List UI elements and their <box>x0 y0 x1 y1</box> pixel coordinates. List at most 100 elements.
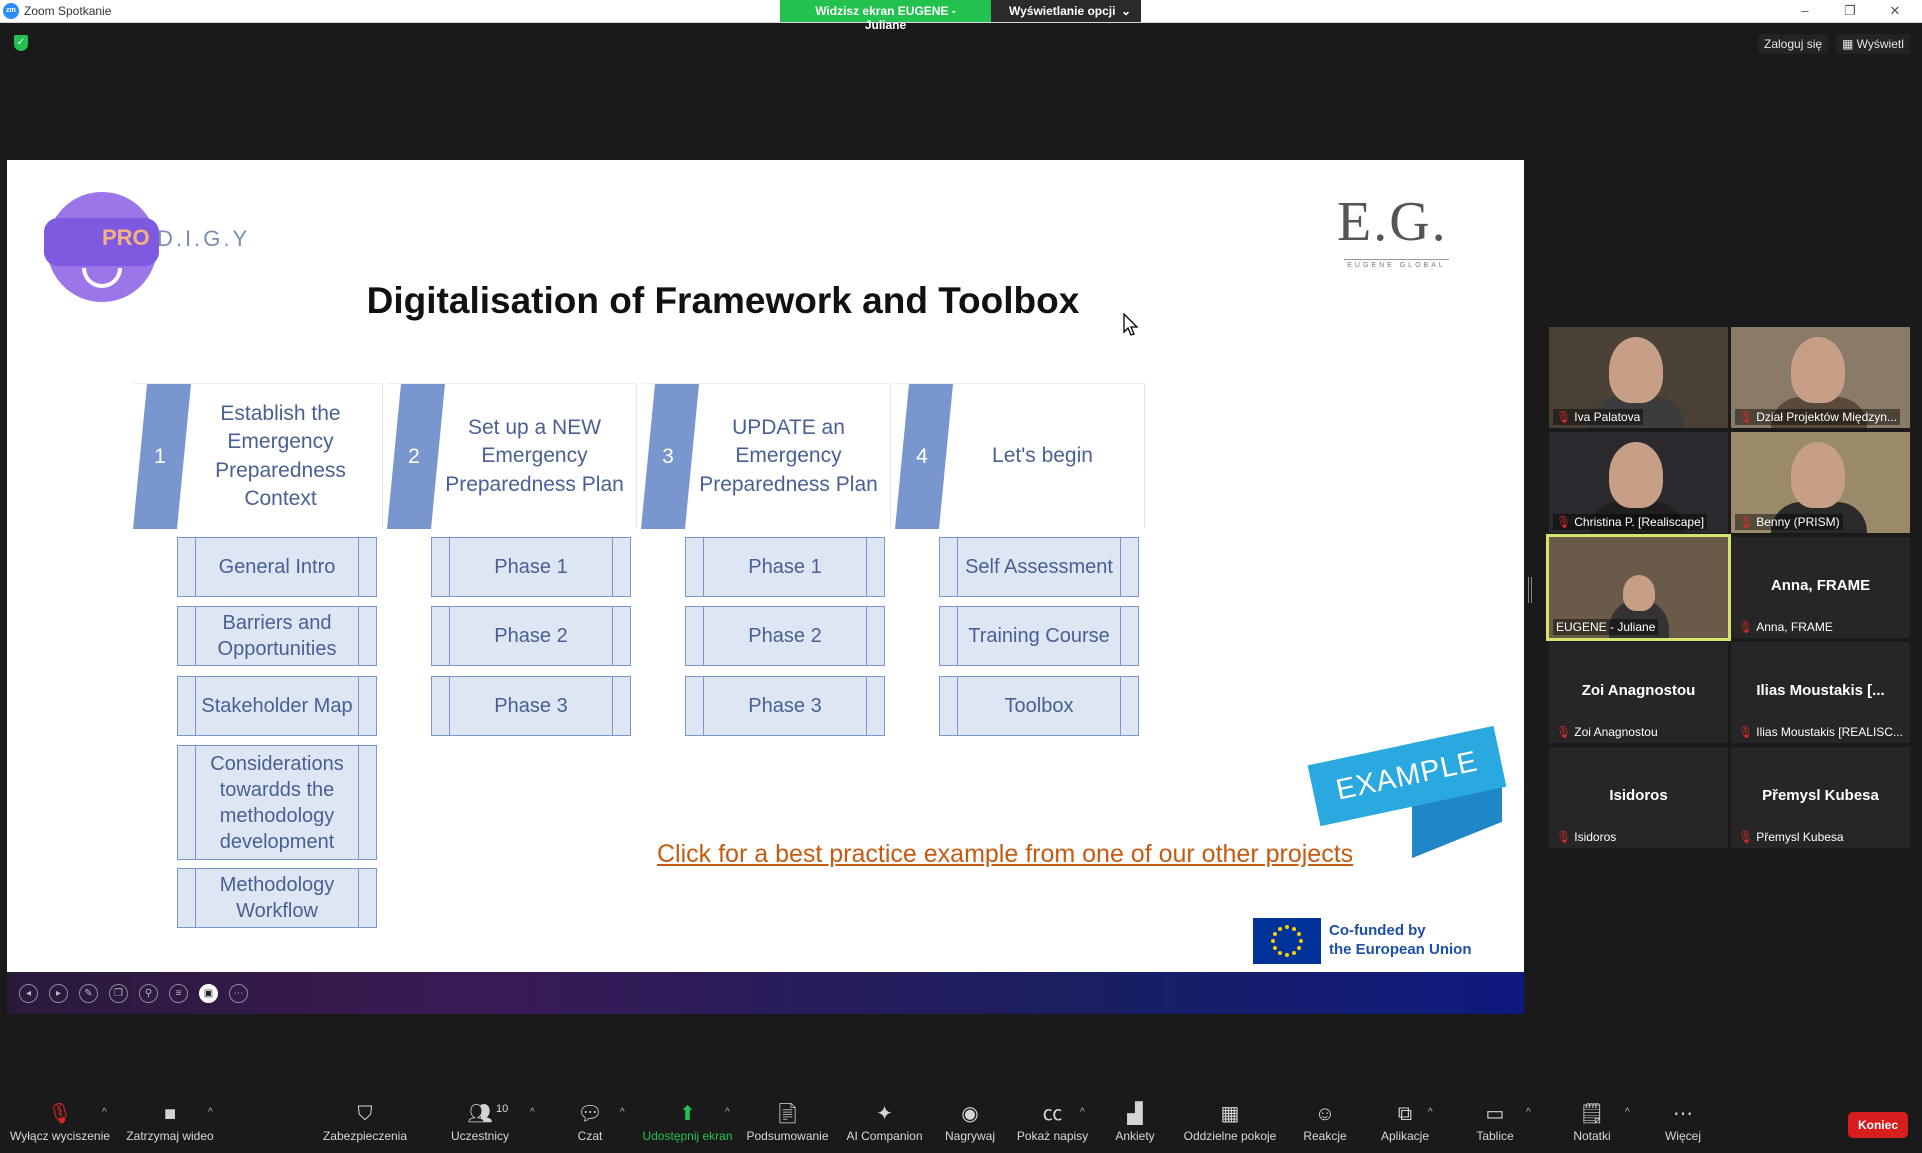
eu-cofunded-text: Co-funded by the European Union <box>1329 922 1472 960</box>
zoom-app-icon: zm <box>3 3 19 19</box>
menu-icon[interactable]: ≡ <box>169 984 188 1003</box>
eugene-global-logo: E.G. <box>1337 191 1448 253</box>
eugene-global-subtitle: EUGENE GLOBAL <box>1344 259 1449 269</box>
item-methodology-workflow[interactable]: Methodology Workflow <box>177 868 377 928</box>
participant-name: EUGENE - Juliane <box>1553 619 1659 635</box>
record-button[interactable]: ◉ Nagrywaj <box>940 1101 1000 1143</box>
participant-tile[interactable]: Přemysl Kubesa 🎙︎Přemysl Kubesa <box>1731 747 1910 848</box>
participant-tile[interactable]: 🎙︎Christina P. [Realiscape] <box>1549 432 1728 533</box>
mic-muted-icon: 🎙︎ <box>1738 515 1754 529</box>
view-options-button[interactable]: Wyświetlanie opcji⌄ <box>991 0 1141 22</box>
participants-icon: 👥︎ <box>467 1103 493 1125</box>
more-icon[interactable]: ⋯ <box>229 984 248 1003</box>
item-training-course[interactable]: Training Course <box>939 606 1139 666</box>
chat-label: Czat <box>577 1129 603 1143</box>
notes-button[interactable]: 🗒︎ Notatki <box>1562 1101 1622 1143</box>
participant-video <box>1791 337 1845 403</box>
reactions-icon: ☺ <box>1314 1103 1336 1125</box>
item-self-assessment[interactable]: Self Assessment <box>939 537 1139 597</box>
chat-icon: 💬︎ <box>577 1103 603 1125</box>
item-phase-1[interactable]: Phase 1 <box>431 537 631 597</box>
minimize-icon[interactable]: – <box>1801 3 1809 18</box>
participant-tile[interactable]: Anna, FRAME 🎙︎Anna, FRAME <box>1731 537 1910 638</box>
eu-text-line-2: the European Union <box>1329 940 1472 958</box>
participants-label: Uczestnicy <box>450 1129 509 1143</box>
close-icon[interactable]: ✕ <box>1889 3 1901 18</box>
item-phase-2[interactable]: Phase 2 <box>431 606 631 666</box>
participant-name: 🎙︎Benny (PRISM) <box>1735 514 1843 530</box>
view-button[interactable]: ▦ Wyświetl <box>1836 34 1910 54</box>
chat-button[interactable]: 💬︎ Czat <box>560 1101 620 1143</box>
reactions-label: Reakcje <box>1303 1129 1347 1143</box>
participants-button[interactable]: 👥︎ Uczestnicy <box>440 1101 520 1143</box>
participant-name: 🎙︎Anna, FRAME <box>1735 619 1836 635</box>
pen-icon[interactable]: ✎ <box>79 984 98 1003</box>
whiteboards-button[interactable]: ▭ Tablice <box>1465 1101 1525 1143</box>
reactions-button[interactable]: ☺ Reakcje <box>1295 1101 1355 1143</box>
item-general-intro[interactable]: General Intro <box>177 537 377 597</box>
participant-tile[interactable]: Isidoros 🎙︎Isidoros <box>1549 747 1728 848</box>
polls-label: Ankiety <box>1115 1129 1155 1143</box>
summary-button[interactable]: 📄︎ Podsumowanie <box>745 1101 830 1143</box>
video-button[interactable]: ■ Zatrzymaj wideo <box>125 1101 215 1143</box>
participant-name-text: Dział Projektów Międzyn... <box>1756 410 1897 424</box>
caret-up-icon[interactable]: ^ <box>725 1107 730 1118</box>
prev-icon[interactable]: ◂ <box>19 984 38 1003</box>
item-phase-3[interactable]: Phase 3 <box>431 676 631 736</box>
caret-up-icon[interactable]: ^ <box>1080 1107 1085 1118</box>
caret-up-icon[interactable]: ^ <box>1625 1107 1630 1118</box>
column-header-1: 1 Establish the Emergency Preparedness C… <box>133 383 383 529</box>
encryption-shield-icon[interactable]: ✓ <box>14 35 28 51</box>
participant-video <box>1609 442 1663 508</box>
participant-tile[interactable]: 🎙︎Benny (PRISM) <box>1731 432 1910 533</box>
caret-up-icon[interactable]: ^ <box>620 1107 625 1118</box>
polls-button[interactable]: ▟ Ankiety <box>1105 1101 1165 1143</box>
caret-up-icon[interactable]: ^ <box>102 1107 107 1118</box>
best-practice-link[interactable]: Click for a best practice example from o… <box>657 840 1354 868</box>
more-button[interactable]: ⋯ Więcej <box>1653 1101 1713 1143</box>
item-phase-1[interactable]: Phase 1 <box>685 537 885 597</box>
view-label: Wyświetl <box>1856 37 1904 51</box>
breakout-rooms-icon: ▦ <box>1220 1103 1240 1125</box>
item-barriers-opportunities[interactable]: Barriers and Opportunities <box>177 606 377 666</box>
end-meeting-button[interactable]: Koniec <box>1848 1112 1908 1138</box>
restore-icon[interactable]: ❐ <box>1844 3 1856 18</box>
caret-up-icon[interactable]: ^ <box>530 1107 535 1118</box>
view-grid-icon: ▦ <box>1842 37 1857 51</box>
participant-tile[interactable]: Zoi Anagnostou 🎙︎Zoi Anagnostou <box>1549 642 1728 743</box>
apps-button[interactable]: ⧉ Aplikacje <box>1375 1101 1435 1143</box>
item-phase-3[interactable]: Phase 3 <box>685 676 885 736</box>
mute-button[interactable]: 🎙︎ Wyłącz wyciszenie <box>10 1101 110 1143</box>
participant-name-text: Přemysl Kubesa <box>1756 830 1844 844</box>
item-considerations[interactable]: Considerations towardds the methodology … <box>177 745 377 860</box>
item-phase-2[interactable]: Phase 2 <box>685 606 885 666</box>
security-button[interactable]: ⛉ Zabezpieczenia <box>320 1101 410 1143</box>
active-speaker-tile[interactable]: EUGENE - Juliane <box>1546 534 1731 641</box>
caret-up-icon[interactable]: ^ <box>1428 1107 1433 1118</box>
more-icon: ⋯ <box>1673 1103 1693 1125</box>
notes-label: Notatki <box>1573 1129 1611 1143</box>
participant-tile[interactable]: 🎙︎Dział Projektów Międzyn... <box>1731 327 1910 428</box>
participant-name-text: Anna, FRAME <box>1756 620 1833 634</box>
participant-name: 🎙︎Iva Palatova <box>1553 409 1644 425</box>
video-label: Zatrzymaj wideo <box>126 1129 214 1143</box>
caret-up-icon[interactable]: ^ <box>208 1107 213 1118</box>
zoom-icon[interactable]: ⚲ <box>139 984 158 1003</box>
item-stakeholder-map[interactable]: Stakeholder Map <box>177 676 377 736</box>
next-icon[interactable]: ▸ <box>49 984 68 1003</box>
login-button[interactable]: Zaloguj się <box>1758 34 1829 54</box>
mic-muted-icon: 🎙︎ <box>1556 725 1572 739</box>
share-screen-button[interactable]: ⬆ Udostępnij ekran <box>640 1101 735 1143</box>
apps-label: Aplikacje <box>1380 1129 1430 1143</box>
participant-tile[interactable]: 🎙︎Iva Palatova <box>1549 327 1728 428</box>
breakout-rooms-button[interactable]: ▦ Oddzielne pokoje <box>1180 1101 1280 1143</box>
participant-tile[interactable]: Ilias Moustakis [... 🎙︎Ilias Moustakis [… <box>1731 642 1910 743</box>
item-toolbox[interactable]: Toolbox <box>939 676 1139 736</box>
panel-resize-handle[interactable] <box>1528 577 1532 603</box>
participant-display-name: Přemysl Kubesa <box>1762 787 1879 804</box>
video-icon[interactable]: ▣ <box>199 984 218 1003</box>
copy-icon[interactable]: ❐ <box>109 984 128 1003</box>
captions-button[interactable]: ㏄ Pokaż napisy <box>1015 1101 1090 1143</box>
ai-companion-button[interactable]: ✦ AI Companion <box>842 1101 927 1143</box>
caret-up-icon[interactable]: ^ <box>1526 1107 1531 1118</box>
